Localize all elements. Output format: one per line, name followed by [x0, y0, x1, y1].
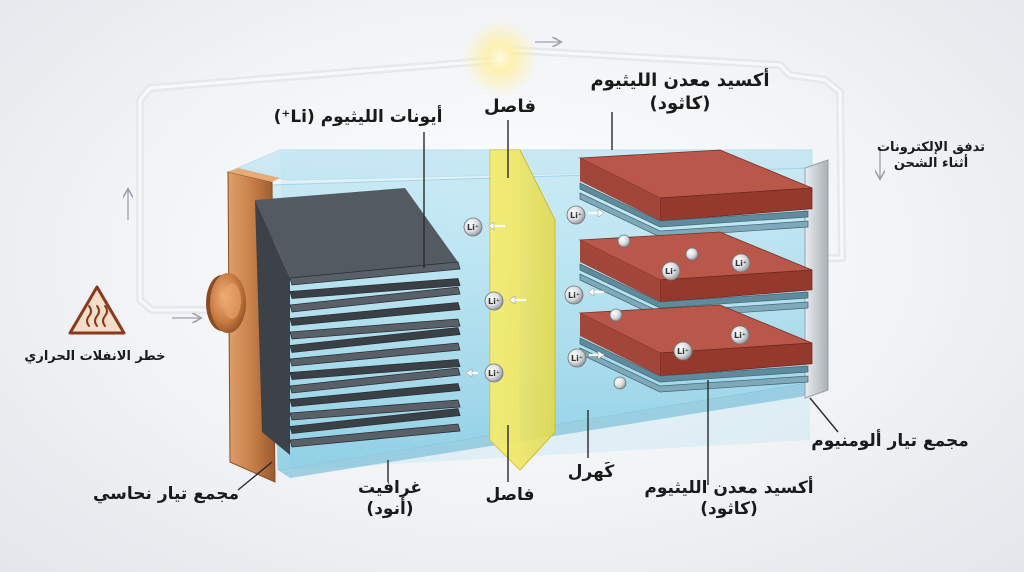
graphite-layer — [289, 423, 461, 448]
lithium-ion-sphere — [613, 376, 627, 390]
ion-direction-arrow-head — [597, 208, 605, 218]
lithium-ion-label: Li⁺ — [467, 223, 479, 232]
graphite-anode-stack — [255, 188, 461, 455]
lithium-ion: Li⁺ — [673, 341, 693, 361]
lithium-ion — [613, 376, 627, 390]
cathode-layer-group — [578, 304, 813, 393]
label-graphite-line1: غرافيت — [357, 478, 423, 498]
graphite-layer — [289, 318, 461, 340]
label-aluminium-collector: مجمع تيار ألومنيوم — [811, 431, 969, 451]
ion-direction-arrow-head — [508, 295, 516, 305]
lithium-ions: Li⁺ Li⁺ Li⁺ Li⁺ Li⁺ Li⁺ Li⁺ Li⁺ Li⁺ Li⁺ — [463, 205, 751, 390]
lithium-ion: Li⁺ — [730, 325, 750, 345]
lithium-ion-sphere — [731, 253, 751, 273]
lithium-ion-label: Li⁺ — [665, 267, 677, 276]
lithium-ion: Li⁺ — [731, 253, 751, 273]
label-cathode-top-line2: (كاثود) — [649, 92, 711, 114]
lithium-ion: Li⁺ — [566, 205, 586, 225]
lithium-ion-sphere — [673, 341, 693, 361]
lithium-ion-sphere — [484, 363, 504, 383]
ion-direction-arrow-head — [487, 221, 495, 231]
lithium-ion — [617, 234, 631, 248]
ion-direction-arrow-head — [587, 287, 595, 297]
light-glow — [462, 20, 538, 96]
callout-line-aluminium — [809, 397, 839, 433]
graphite-layer — [289, 408, 461, 434]
label-separator-bottom: فاصل — [485, 485, 535, 505]
lithium-ion-sphere — [661, 261, 681, 281]
label-separator-top: فاصل — [483, 96, 536, 117]
graphite-layer — [289, 359, 461, 380]
graphite-layer — [289, 286, 461, 313]
lithium-ion-label: Li⁺ — [570, 211, 582, 220]
aluminium-current-collector — [804, 159, 829, 399]
lithium-ion-sphere — [463, 217, 483, 237]
label-electron-flow: تدفق الإلكترونات أثناء الشحن — [856, 140, 1006, 173]
graphite-layer — [289, 383, 461, 407]
graphite-layer — [289, 261, 461, 286]
lithium-ion: Li⁺ — [564, 285, 584, 305]
callout-lines — [237, 112, 839, 491]
cathode-plate — [579, 182, 809, 228]
graphite-layer — [289, 327, 461, 353]
lithium-ion-sphere — [609, 308, 623, 322]
label-graphite: غرافيت (أنود) — [315, 478, 465, 521]
label-electrolyte: كَهرل — [567, 462, 615, 482]
lithium-ion-sphere — [730, 325, 750, 345]
ion-arrows — [465, 208, 605, 378]
lithium-ion-sphere — [484, 291, 504, 311]
lithium-ion: Li⁺ — [463, 217, 483, 237]
electron-flow-arrows — [128, 42, 880, 318]
separator-membrane — [489, 149, 556, 471]
ion-direction-arrow-head — [597, 350, 605, 360]
ion-direction-arrow-head — [465, 368, 473, 378]
graphite-layer — [289, 278, 461, 299]
label-cathode-bottom: أكسيد معدن الليثيوم (كاثود) — [604, 478, 854, 521]
lithium-ion — [609, 308, 623, 322]
label-cathode-top-line1: أكسيد معدن الليثيوم — [590, 70, 770, 91]
graphite-layer — [289, 367, 461, 394]
lithium-ion: Li⁺ — [484, 291, 504, 311]
lithium-ion-label: Li⁺ — [571, 354, 583, 363]
label-copper-collector: مجمع تيار نحاسي — [92, 484, 240, 504]
cathode-plate — [579, 337, 809, 383]
lithium-ion-sphere — [564, 285, 584, 305]
lithium-ion-label: Li⁺ — [568, 291, 580, 300]
lithium-ion-label: Li⁺ — [488, 297, 500, 306]
label-cathode-top: أكسيد معدن الليثيوم (كاثود) — [555, 70, 805, 115]
graphite-layer — [289, 399, 461, 421]
lithium-ion-sphere — [685, 247, 699, 261]
lithium-ion — [685, 247, 699, 261]
label-electron-flow-line2: أثناء الشحن — [893, 156, 969, 172]
lithium-ion-label: Li⁺ — [735, 259, 747, 268]
cathode-layer-group — [578, 149, 813, 238]
lithium-ion: Li⁺ — [661, 261, 681, 281]
cathode-plate — [579, 263, 809, 309]
label-thermal-runaway: خطر الانفلات الحراري — [24, 349, 166, 364]
label-electron-flow-line1: تدفق الإلكترونات — [876, 140, 986, 155]
graphite-layer — [289, 302, 461, 326]
label-lithium-ions: أيونات الليثيوم (Li⁺) — [273, 107, 443, 127]
callout-line-copper — [237, 461, 273, 491]
lithium-ion-label: Li⁺ — [734, 331, 746, 340]
cathode-side-face — [580, 313, 660, 376]
label-cathode-bottom-line1: أكسيد معدن الليثيوم — [644, 478, 814, 498]
cathode-side-face — [580, 240, 660, 302]
lithium-ion-sphere — [617, 234, 631, 248]
lithium-ion-label: Li⁺ — [488, 369, 500, 378]
cathode-side-face — [580, 158, 660, 221]
label-graphite-line2: (أنود) — [366, 499, 414, 520]
cathode-stack — [578, 149, 813, 393]
label-cathode-bottom-line2: (كاثود) — [700, 499, 758, 520]
copper-terminal — [206, 273, 246, 333]
lithium-ion-label: Li⁺ — [677, 347, 689, 356]
lithium-ion-sphere — [567, 348, 587, 368]
cathode-plate — [579, 192, 809, 238]
lithium-ion-sphere — [566, 205, 586, 225]
lithium-ion: Li⁺ — [567, 348, 587, 368]
graphite-layer — [289, 342, 461, 367]
heat-warning-triangle-icon — [68, 285, 126, 335]
lithium-ion: Li⁺ — [484, 363, 504, 383]
